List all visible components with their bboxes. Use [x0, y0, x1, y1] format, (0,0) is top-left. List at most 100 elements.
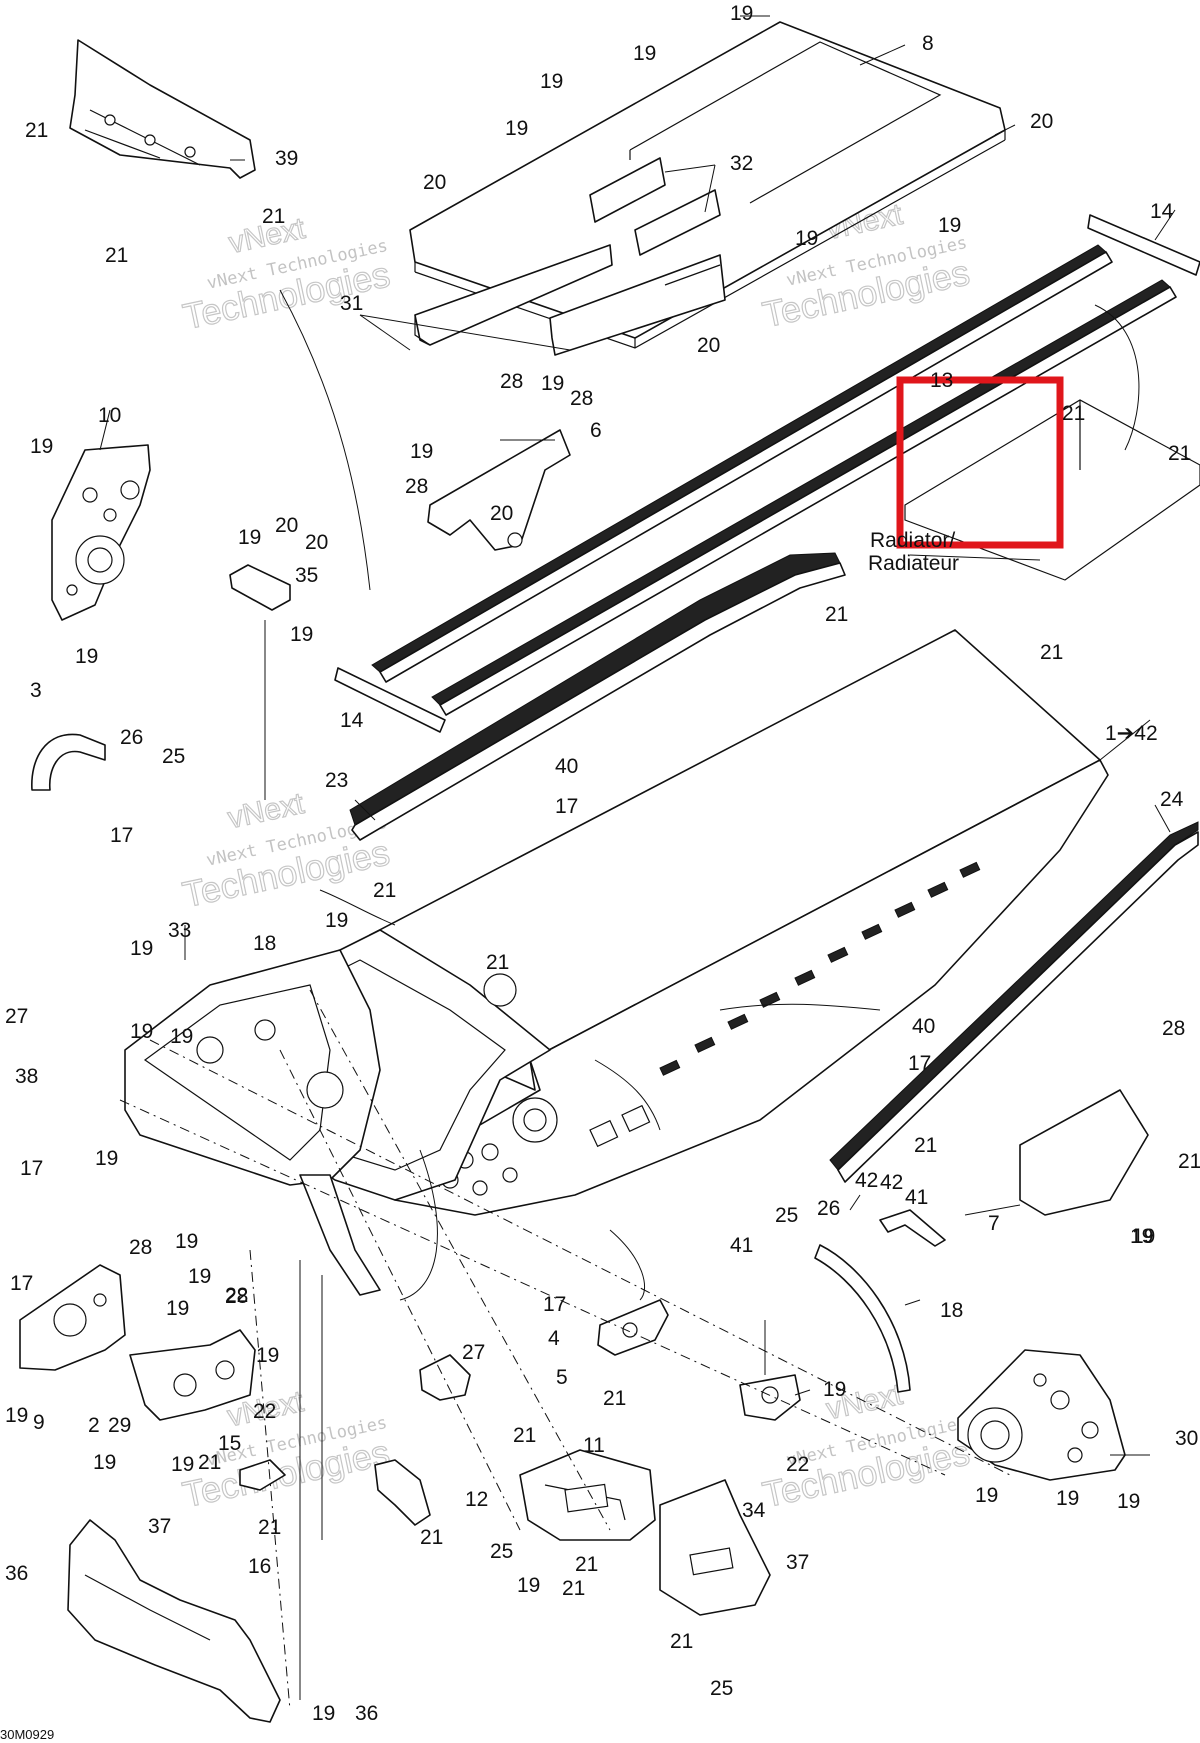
- callout-25: 25: [710, 1677, 733, 1700]
- callout-20: 20: [305, 531, 328, 554]
- part-14-rail-upper: [334, 214, 1200, 733]
- callout-28: 28: [500, 370, 523, 393]
- part-7-plate: [1019, 1089, 1149, 1216]
- part-6-bracket: [427, 429, 571, 551]
- callout-28: 28: [570, 387, 593, 410]
- callout-16: 16: [248, 1555, 271, 1578]
- callout-20: 20: [697, 334, 720, 357]
- part-11-right-plate: [957, 1349, 1126, 1481]
- part-32-plates: [589, 157, 721, 256]
- callout-22: 22: [786, 1453, 809, 1476]
- callout-10: 10: [98, 404, 121, 427]
- callout-19: 19: [256, 1344, 279, 1367]
- callout-8: 8: [922, 32, 934, 55]
- centerlines: [119, 989, 1011, 1711]
- callout-17: 17: [543, 1293, 566, 1316]
- callout-42: 42: [855, 1169, 878, 1192]
- callout-23: 23: [325, 769, 348, 792]
- callout-19: 19: [312, 1702, 335, 1725]
- radiator-label-line1: Radiator/: [870, 529, 955, 552]
- callout-22: 22: [253, 1400, 276, 1423]
- callout-2: 2: [88, 1414, 100, 1437]
- callout-28: 28: [405, 475, 428, 498]
- callout-7: 7: [988, 1212, 1000, 1235]
- callout-25: 25: [775, 1204, 798, 1227]
- part-2-lower-bracket: [19, 1264, 126, 1371]
- callout-19: 19: [325, 909, 348, 932]
- callout-19: 19: [1132, 1225, 1155, 1248]
- callout-19: 19: [517, 1574, 540, 1597]
- callout-17: 17: [110, 824, 133, 847]
- callout-19: 19: [170, 1025, 193, 1048]
- watermark-text: vNext: [225, 787, 308, 835]
- callout-21: 21: [1062, 402, 1085, 425]
- callout-19: 19: [171, 1453, 194, 1476]
- part-30-bracket: [739, 1374, 801, 1421]
- callout-41: 41: [730, 1234, 753, 1257]
- part-34-bracket: [374, 1459, 431, 1526]
- callout-19: 19: [130, 937, 153, 960]
- callout-19: 19: [238, 526, 261, 549]
- callout-14: 14: [340, 709, 364, 732]
- callout-19: 19: [938, 214, 961, 237]
- callout-19: 19: [541, 372, 564, 395]
- callout-21: 21: [1168, 442, 1191, 465]
- part-3-hose: [31, 733, 106, 791]
- callout-32: 32: [730, 152, 753, 175]
- part-16-support: [659, 1479, 771, 1616]
- callout-19: 19: [175, 1230, 198, 1253]
- callout-35: 35: [295, 564, 318, 587]
- callout-31: 31: [340, 292, 363, 315]
- callout-24: 24: [1160, 788, 1184, 811]
- part-36-front-bumper: [67, 1519, 281, 1723]
- callout-5: 5: [556, 1366, 568, 1389]
- callout-19: 19: [95, 1147, 118, 1170]
- callout-21: 21: [105, 244, 128, 267]
- callout-19: 19: [730, 2, 753, 25]
- callout-21: 21: [1178, 1150, 1200, 1173]
- part-29-bracket: [597, 1299, 669, 1356]
- callout-27: 27: [462, 1341, 485, 1364]
- callout-19: 19: [633, 42, 656, 65]
- callout-30: 30: [1175, 1427, 1198, 1450]
- callout-21: 21: [575, 1553, 598, 1576]
- part-23-slide-rail-left: [349, 552, 846, 841]
- callout-20: 20: [275, 514, 298, 537]
- callout-13: 13: [930, 369, 953, 392]
- callout-19: 19: [290, 623, 313, 646]
- callout-9: 9: [33, 1411, 45, 1434]
- highlight-box-part-13: [896, 376, 1064, 549]
- callout-21: 21: [562, 1577, 585, 1600]
- tunnel-slots: [659, 861, 981, 1076]
- callout-19: 19: [795, 227, 818, 250]
- callout-18: 18: [253, 932, 276, 955]
- callout-19: 19: [1056, 1487, 1079, 1510]
- callout-18: 18: [940, 1299, 963, 1322]
- callout-11: 11: [583, 1434, 605, 1457]
- leader-arrows: [264, 289, 1140, 1700]
- callout-22: 22: [225, 1284, 248, 1307]
- callout-40: 40: [912, 1015, 935, 1038]
- part-15-support: [519, 1449, 656, 1541]
- callout-12: 12: [465, 1488, 488, 1511]
- part-4-tube: [814, 1244, 911, 1393]
- part-41-latch: [879, 1209, 946, 1247]
- callout-17: 17: [555, 795, 578, 818]
- callout-19: 19: [1117, 1490, 1140, 1513]
- callout-19: 19: [75, 645, 98, 668]
- callout-21: 21: [262, 205, 285, 228]
- callout-36: 36: [355, 1702, 378, 1725]
- callout-26: 26: [817, 1197, 840, 1220]
- part-31-angles: [414, 244, 726, 356]
- callout-21: 21: [420, 1526, 443, 1549]
- callout-21: 21: [603, 1387, 626, 1410]
- callout-19: 19: [188, 1265, 211, 1288]
- callout-20: 20: [490, 502, 513, 525]
- callout-27: 27: [5, 1005, 28, 1028]
- watermark-mid-left: vNext vNext Technologies Technologies: [178, 786, 393, 916]
- callout-19: 19: [30, 435, 53, 458]
- callout-6: 6: [590, 419, 602, 442]
- callout-28: 28: [1162, 1017, 1185, 1040]
- diagram-code: 30M0929: [0, 1727, 54, 1742]
